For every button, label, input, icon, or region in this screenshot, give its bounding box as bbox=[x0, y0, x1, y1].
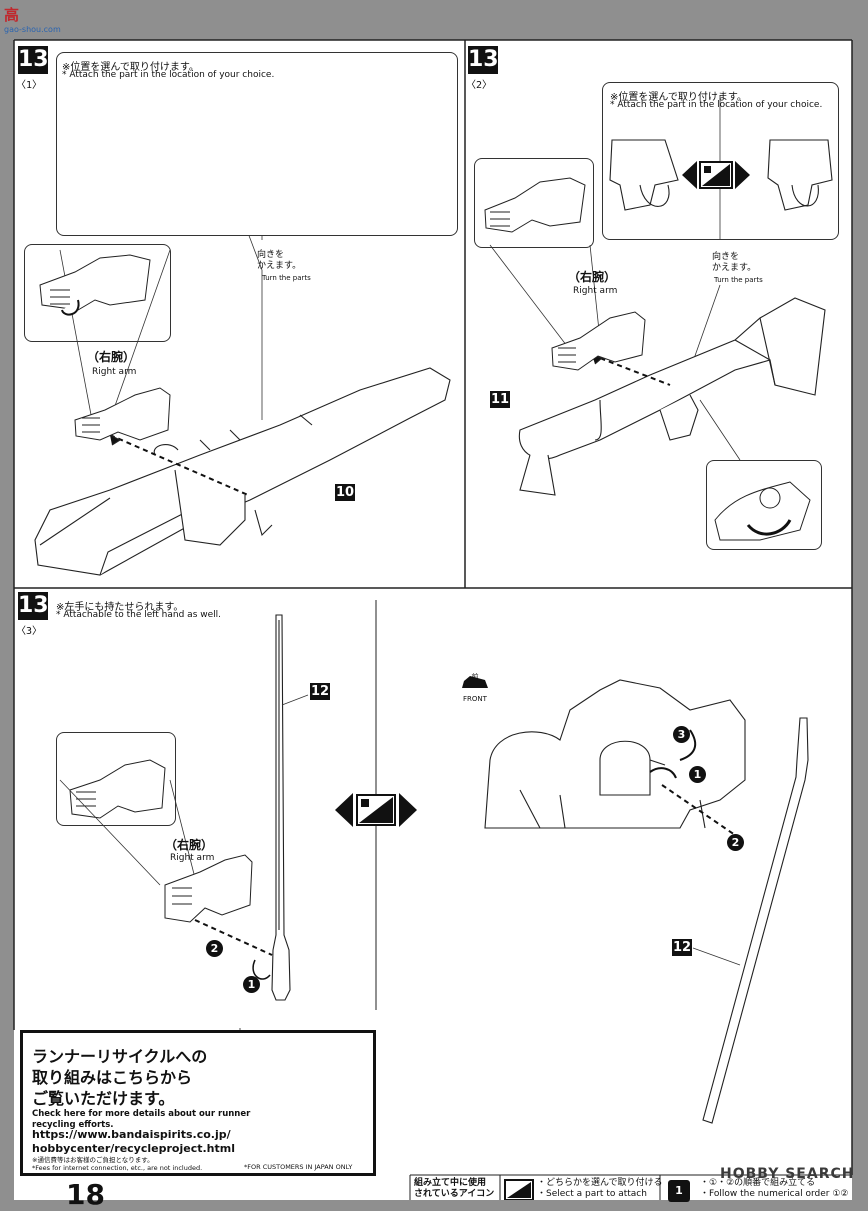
site-logo-mark: 高 bbox=[4, 6, 20, 24]
step3-arm-ja: （右腕） bbox=[165, 838, 214, 852]
step2-note-ja: ※位置を選んで取り付けます。 bbox=[610, 92, 747, 103]
step3-hand-callout bbox=[56, 732, 176, 826]
step3-order-right-3: 3 bbox=[673, 726, 690, 743]
step2-part-number: 11 bbox=[490, 391, 510, 408]
legend-order: ・①・②の順番で組み立てる ・Follow the numerical orde… bbox=[700, 1178, 848, 1200]
choice-icon-2 bbox=[682, 161, 750, 189]
step3-stick-right bbox=[702, 717, 809, 1124]
recycle-title-line: ランナーリサイクルへの bbox=[32, 1047, 208, 1066]
recycle-url-line[interactable]: https://www.bandaispirits.co.jp/ bbox=[32, 1128, 231, 1141]
step1-turn-en: Turn the parts bbox=[262, 274, 311, 282]
step3-part-right: 12 bbox=[672, 939, 692, 956]
step3-order-right-2: 2 bbox=[727, 834, 744, 851]
recycle-title-line: ご覧いただけます。 bbox=[32, 1089, 175, 1108]
step3-sub: 〈3〉 bbox=[16, 626, 43, 637]
step1-hand-callout bbox=[24, 244, 171, 342]
step1-note-en: * Attach the part in the location of you… bbox=[62, 70, 275, 80]
legend-choice-icon bbox=[504, 1179, 534, 1200]
step2-sub: 〈2〉 bbox=[466, 80, 493, 91]
legend-heading-line: されているアイコン bbox=[414, 1189, 495, 1199]
step2-detail-callout-art bbox=[714, 481, 811, 541]
legend-select-ja: ・どちらかを選んで取り付ける bbox=[537, 1178, 663, 1188]
recycle-fee-en: *Fees for internet connection, etc., are… bbox=[32, 1164, 203, 1172]
recycle-url-line[interactable]: hobbycenter/recycleproject.html bbox=[32, 1142, 235, 1155]
recycle-en-line: recycling efforts. bbox=[32, 1120, 114, 1130]
recycle-en-line: Check here for more details about our ru… bbox=[32, 1109, 251, 1119]
site-logo: 高 gao-shou.com bbox=[4, 4, 68, 34]
step1-sub: 〈1〉 bbox=[16, 80, 43, 91]
step2-detail-callout bbox=[706, 460, 822, 550]
hobby-search-watermark: HOBBY SEARCH bbox=[720, 1166, 855, 1182]
recycle-text-en: Check here for more details about our ru… bbox=[32, 1109, 250, 1131]
page-number: 18 bbox=[66, 1178, 105, 1211]
panel-borders bbox=[13, 39, 853, 1175]
step1-callout-box bbox=[56, 52, 458, 236]
step3-stick-left bbox=[271, 614, 291, 1001]
step3-part-leaders bbox=[692, 947, 741, 966]
recycle-fee-ja: ※通信費等はお客様のご負担となります。 bbox=[32, 1156, 154, 1164]
recycle-url[interactable]: https://www.bandaispirits.co.jp/ hobbyce… bbox=[32, 1128, 235, 1156]
legend-heading-line: 組み立て中に使用 bbox=[414, 1178, 487, 1188]
step2-number: 13 bbox=[468, 46, 499, 74]
step1-arm-en: Right arm bbox=[92, 367, 137, 377]
legend-heading: 組み立て中に使用 されているアイコン bbox=[414, 1178, 494, 1200]
step2-hand-callout-art bbox=[484, 177, 586, 233]
step3-number: 13 bbox=[18, 592, 49, 620]
step1-part-number: 10 bbox=[335, 484, 355, 501]
step2-turn-ja: 向きを かえます。 bbox=[712, 252, 757, 273]
step2-callout-box bbox=[602, 82, 839, 240]
step2-right-arm bbox=[551, 311, 646, 371]
step3-note-en: * Attachable to the left hand as well. bbox=[56, 610, 221, 620]
step2-arm-en: Right arm bbox=[573, 286, 618, 296]
step1-rifle-large bbox=[34, 367, 451, 576]
step2-launcher bbox=[518, 297, 826, 496]
legend-select: ・どちらかを選んで取り付ける ・Select a part to attach bbox=[537, 1178, 663, 1200]
step1-number: 13 bbox=[18, 46, 49, 74]
recycle-title-line: 取り組みはこちらから bbox=[32, 1068, 193, 1087]
step1-arm-ja: （右腕） bbox=[87, 350, 136, 364]
step1-hand-callout-art bbox=[39, 254, 151, 316]
step1-turn-ja: 向きを かえます。 bbox=[257, 250, 302, 271]
step3-order-left-1: 1 bbox=[243, 976, 260, 993]
step3-arm-en: Right arm bbox=[170, 853, 215, 863]
legend-select-en: ・Select a part to attach bbox=[537, 1189, 647, 1199]
step3-robot-torso bbox=[484, 679, 746, 829]
step3-order-right-1: 1 bbox=[689, 766, 706, 783]
recycle-title: ランナーリサイクルへの 取り組みはこちらから ご覧いただけます。 bbox=[32, 1046, 207, 1109]
front-icon bbox=[462, 676, 488, 688]
legend-order-icon: 1 bbox=[668, 1180, 690, 1202]
step3-right-arm bbox=[164, 854, 273, 980]
step3-part-left: 12 bbox=[310, 683, 330, 700]
front-ja: 前 bbox=[471, 673, 479, 681]
step2-arm-ja: （右腕） bbox=[568, 270, 617, 284]
legend-order-ja: ・①・②の順番で組み立てる bbox=[700, 1178, 816, 1188]
step3-callout-lines bbox=[59, 694, 309, 886]
step3-order-left-2: 2 bbox=[206, 940, 223, 957]
recycle-fee: ※通信費等はお客様のご負担となります。 *Fees for internet c… bbox=[32, 1156, 202, 1172]
step2-note-en: * Attach the part in the location of you… bbox=[610, 100, 823, 110]
recycle-info-box bbox=[20, 1030, 376, 1176]
step1-right-arm bbox=[74, 387, 171, 441]
step1-note-ja: ※位置を選んで取り付けます。 bbox=[62, 62, 199, 73]
step3-right-arrows bbox=[649, 729, 736, 836]
front-en: FRONT bbox=[463, 695, 487, 703]
step2-launcher-detail bbox=[609, 139, 833, 211]
step3-hand-callout-art bbox=[69, 759, 166, 819]
japan-only-note: *FOR CUSTOMERS IN JAPAN ONLY bbox=[244, 1163, 353, 1171]
step2-hand-callout bbox=[474, 158, 594, 248]
step3-note-ja: ※左手にも持たせられます。 bbox=[56, 602, 184, 613]
choice-icon-3 bbox=[335, 793, 417, 827]
legend-order-en: ・Follow the numerical order ①② bbox=[700, 1189, 849, 1199]
site-logo-url: gao-shou.com bbox=[4, 25, 61, 34]
step2-turn-en: Turn the parts bbox=[714, 276, 763, 284]
